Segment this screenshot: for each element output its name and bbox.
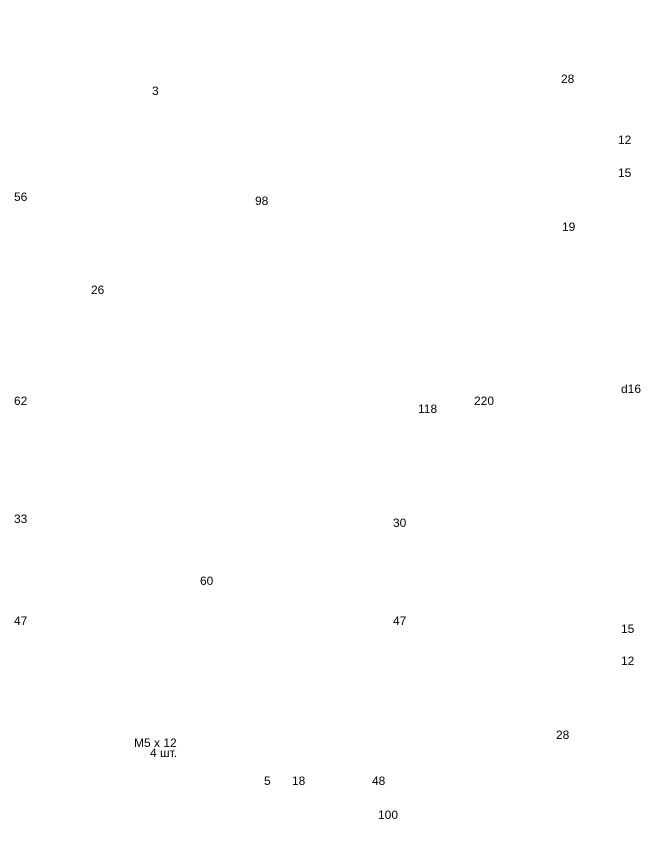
dim-label: 98 bbox=[255, 194, 269, 208]
dim-label: 4 шт. bbox=[150, 746, 178, 760]
dim-label: 47 bbox=[14, 614, 28, 628]
dim-label: 5 bbox=[264, 774, 271, 788]
dim-label: 28 bbox=[556, 728, 570, 742]
dim-label: 3 bbox=[152, 84, 159, 98]
dim-label: 48 bbox=[372, 774, 386, 788]
dim-label: 60 bbox=[200, 574, 214, 588]
dim-label: 15 bbox=[618, 166, 632, 180]
dim-label: 56 bbox=[14, 190, 28, 204]
dim-label: 47 bbox=[393, 614, 407, 628]
dim-label: 30 bbox=[393, 516, 407, 530]
dim-label: 26 bbox=[91, 283, 105, 297]
dim-label: 12 bbox=[621, 654, 635, 668]
dim-label: 220 bbox=[474, 394, 495, 408]
dim-label: 33 bbox=[14, 512, 28, 526]
dim-label: d16 bbox=[621, 382, 642, 396]
dim-label: 118 bbox=[418, 402, 438, 416]
dim-label: M5 x 12 bbox=[134, 736, 177, 750]
dim-label: 62 bbox=[14, 394, 28, 408]
dim-label: 15 bbox=[621, 622, 635, 636]
dim-label: 18 bbox=[292, 774, 306, 788]
dim-label: 19 bbox=[562, 220, 576, 234]
dim-label: 28 bbox=[561, 72, 575, 86]
dim-label: 12 bbox=[618, 133, 632, 147]
dim-label: 100 bbox=[378, 808, 399, 822]
